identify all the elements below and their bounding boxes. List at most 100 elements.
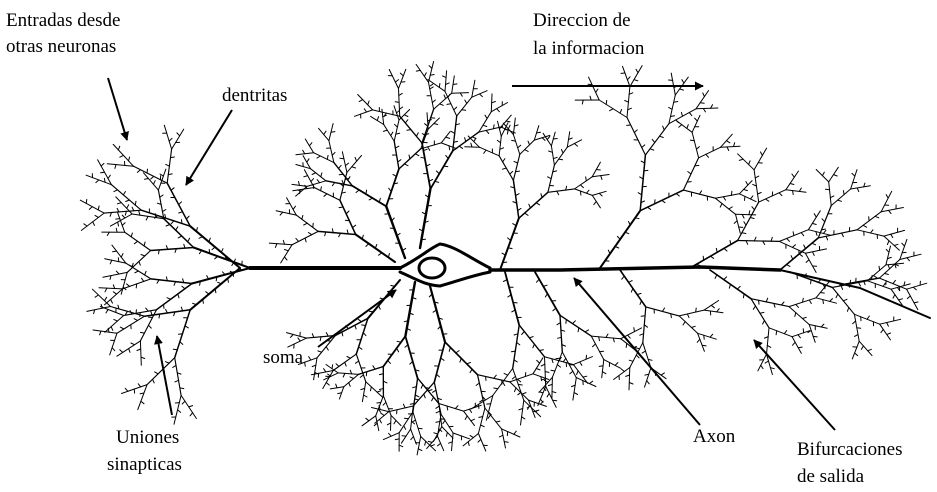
branch-segment xyxy=(889,210,892,213)
branch-segment xyxy=(389,433,392,436)
branch-segment xyxy=(629,360,633,361)
branch-segment xyxy=(843,299,847,301)
branch-segment xyxy=(111,327,113,331)
branch-segment xyxy=(125,388,128,391)
branch-segment xyxy=(340,200,356,234)
branch-segment xyxy=(403,404,405,408)
branch-segment xyxy=(792,337,801,354)
branch-segment xyxy=(545,294,547,297)
branch-segment xyxy=(576,378,596,387)
branch-segment xyxy=(753,306,755,309)
branch-segment xyxy=(715,194,739,198)
branch-segment xyxy=(811,280,812,284)
branch-segment xyxy=(852,173,855,176)
branch-segment xyxy=(729,207,732,209)
branch-segment xyxy=(216,277,217,281)
branch-segment xyxy=(470,369,472,372)
branch-segment xyxy=(349,383,351,387)
branch-segment xyxy=(171,188,174,191)
branch-segment xyxy=(627,118,645,156)
branch-segment xyxy=(185,326,188,328)
branch-segment xyxy=(699,191,701,194)
branch-segment xyxy=(132,207,134,211)
branch-segment xyxy=(307,181,326,187)
branch-segment xyxy=(888,265,889,269)
branch-segment xyxy=(117,203,121,204)
branch-segment xyxy=(700,103,704,104)
branch-segment xyxy=(395,102,399,103)
branch-segment xyxy=(326,383,329,386)
branch-segment xyxy=(434,433,438,434)
branch-segment xyxy=(180,342,183,345)
branch-segment xyxy=(601,176,602,180)
branch-segment xyxy=(281,245,292,263)
neuron-branches xyxy=(80,62,927,455)
branch-segment xyxy=(305,362,306,366)
branch-segment xyxy=(457,97,472,116)
branch-segment xyxy=(164,125,171,149)
branch-segment xyxy=(113,292,116,294)
branch-segment xyxy=(662,308,664,311)
branch-segment xyxy=(692,115,700,132)
branch-segment xyxy=(696,108,718,109)
branch-segment xyxy=(383,402,386,405)
branch-segment xyxy=(617,236,620,239)
branch-segment xyxy=(103,272,127,277)
branch-segment xyxy=(744,222,746,225)
branch-segment xyxy=(484,150,486,153)
branch-segment xyxy=(806,260,809,263)
branch-segment xyxy=(513,180,518,218)
branch-segment xyxy=(447,406,448,410)
branch-segment xyxy=(749,211,750,215)
branch-segment xyxy=(786,190,806,193)
branch-segment xyxy=(491,103,507,112)
branch-segment xyxy=(763,321,765,325)
branch-segment xyxy=(636,355,639,358)
branch-segment xyxy=(116,228,117,232)
branch-segment xyxy=(141,357,145,358)
branch-segment xyxy=(766,298,768,302)
branch-segment xyxy=(456,351,459,353)
branch-segment xyxy=(321,187,322,191)
branch-segment xyxy=(454,107,457,110)
branch-segment xyxy=(900,254,921,259)
branch-segment xyxy=(859,283,861,287)
branch-segment xyxy=(440,104,444,105)
branch-segment xyxy=(324,369,326,372)
branch-segment xyxy=(304,176,308,177)
branch-segment xyxy=(409,155,410,159)
branch-segment xyxy=(159,250,160,254)
branch-segment xyxy=(760,152,762,156)
branch-segment xyxy=(443,420,445,423)
branch-segment xyxy=(631,288,633,292)
branch-segment xyxy=(508,125,510,129)
branch-segment xyxy=(355,361,358,363)
branch-segment xyxy=(809,325,815,343)
branch-segment xyxy=(560,315,591,336)
branch-segment xyxy=(914,302,918,303)
branch-segment xyxy=(140,393,144,394)
branch-segment xyxy=(415,154,419,156)
branch-segment xyxy=(640,301,642,305)
branch-segment xyxy=(887,241,889,245)
branch-segment xyxy=(438,414,442,436)
branch-segment xyxy=(796,304,799,307)
branch-segment xyxy=(704,310,723,313)
branch-segment xyxy=(884,230,905,236)
branch-segment xyxy=(574,393,578,395)
branch-segment xyxy=(364,395,368,397)
branch-segment xyxy=(891,234,893,237)
branch-segment xyxy=(203,299,204,303)
branch-segment xyxy=(114,190,118,192)
branch-segment xyxy=(304,170,314,188)
branch-segment xyxy=(637,293,641,294)
branch-segment xyxy=(836,294,838,298)
branch-segment xyxy=(513,135,519,155)
branch-segment xyxy=(142,278,144,281)
branch-segment xyxy=(173,365,176,367)
branch-segment xyxy=(629,221,631,225)
branch-segment xyxy=(812,223,816,224)
branch-segment xyxy=(518,145,521,148)
nucleus xyxy=(419,258,445,278)
branch-segment xyxy=(141,332,145,333)
